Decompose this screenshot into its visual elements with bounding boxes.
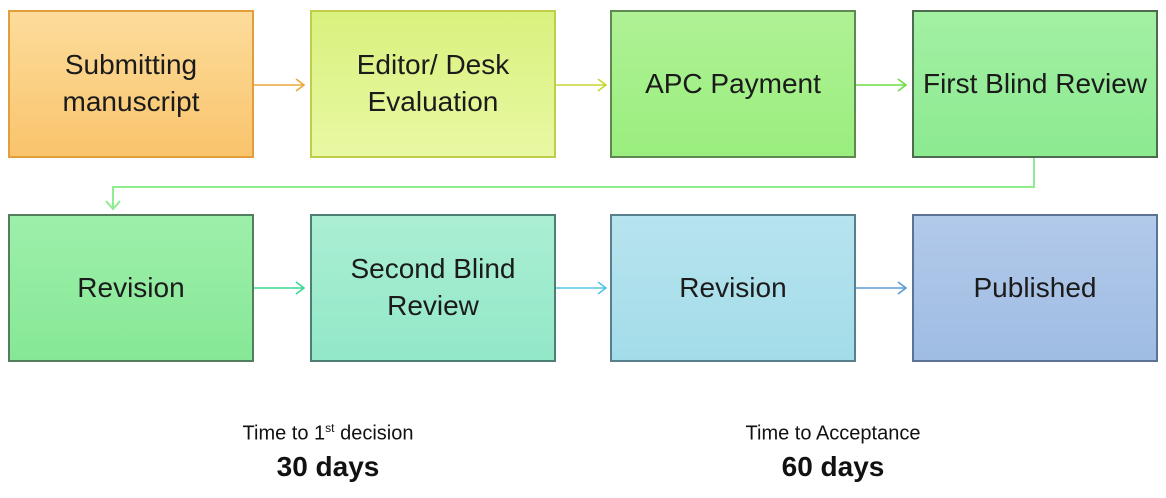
- footnote-time-to-first-decision: Time to 1st decision 30 days: [178, 416, 478, 482]
- box-label-first-blind-review: First Blind Review: [922, 67, 1148, 99]
- footnote-value-60-days: 60 days: [781, 450, 885, 482]
- box-revision-1: Revision: [8, 214, 254, 362]
- box-first-blind-review: First Blind Review: [912, 10, 1158, 158]
- box-second-blind-review: Second Blind Review: [310, 214, 556, 362]
- box-apc-payment: APC Payment: [610, 10, 856, 158]
- box-published: Published: [912, 214, 1158, 362]
- arrow-right-icon-6: [856, 281, 908, 295]
- box-label-second-blind-review: Second Blind Review: [350, 253, 516, 321]
- box-label-submitting-manuscript: Submitting manuscript: [62, 49, 200, 117]
- box-label-published: Published: [973, 271, 1097, 303]
- box-revision-2: Revision: [610, 214, 856, 362]
- footnote-label-suffix: decision: [334, 422, 414, 445]
- box-label-revision-1: Revision: [77, 271, 185, 303]
- footnote-time-to-acceptance: Time to Acceptance 60 days: [683, 416, 983, 482]
- footnote-label-prefix: Time to 1: [242, 422, 326, 445]
- box-submitting-manuscript: Submitting manuscript: [8, 10, 254, 158]
- box-label-apc-payment: APC Payment: [645, 67, 821, 99]
- footnote-value-30-days: 30 days: [276, 450, 380, 482]
- footnote-label-prefix: Time to Acceptance: [745, 422, 921, 445]
- arrow-right-icon-3: [856, 78, 908, 92]
- arrow-right-icon-1: [254, 78, 306, 92]
- arrow-right-icon-5: [556, 281, 608, 295]
- arrow-right-icon-4: [254, 281, 306, 295]
- box-label-revision-2: Revision: [679, 271, 787, 303]
- footnote-label-first-decision: Time to 1st decision: [178, 416, 478, 446]
- footnote-label-superscript: st: [325, 421, 335, 435]
- box-label-editor-desk-evaluation: Editor/ Desk Evaluation: [356, 49, 510, 117]
- box-editor-desk-evaluation: Editor/ Desk Evaluation: [310, 10, 556, 158]
- arrow-right-icon-2: [556, 78, 608, 92]
- footnote-label-acceptance: Time to Acceptance: [683, 416, 983, 446]
